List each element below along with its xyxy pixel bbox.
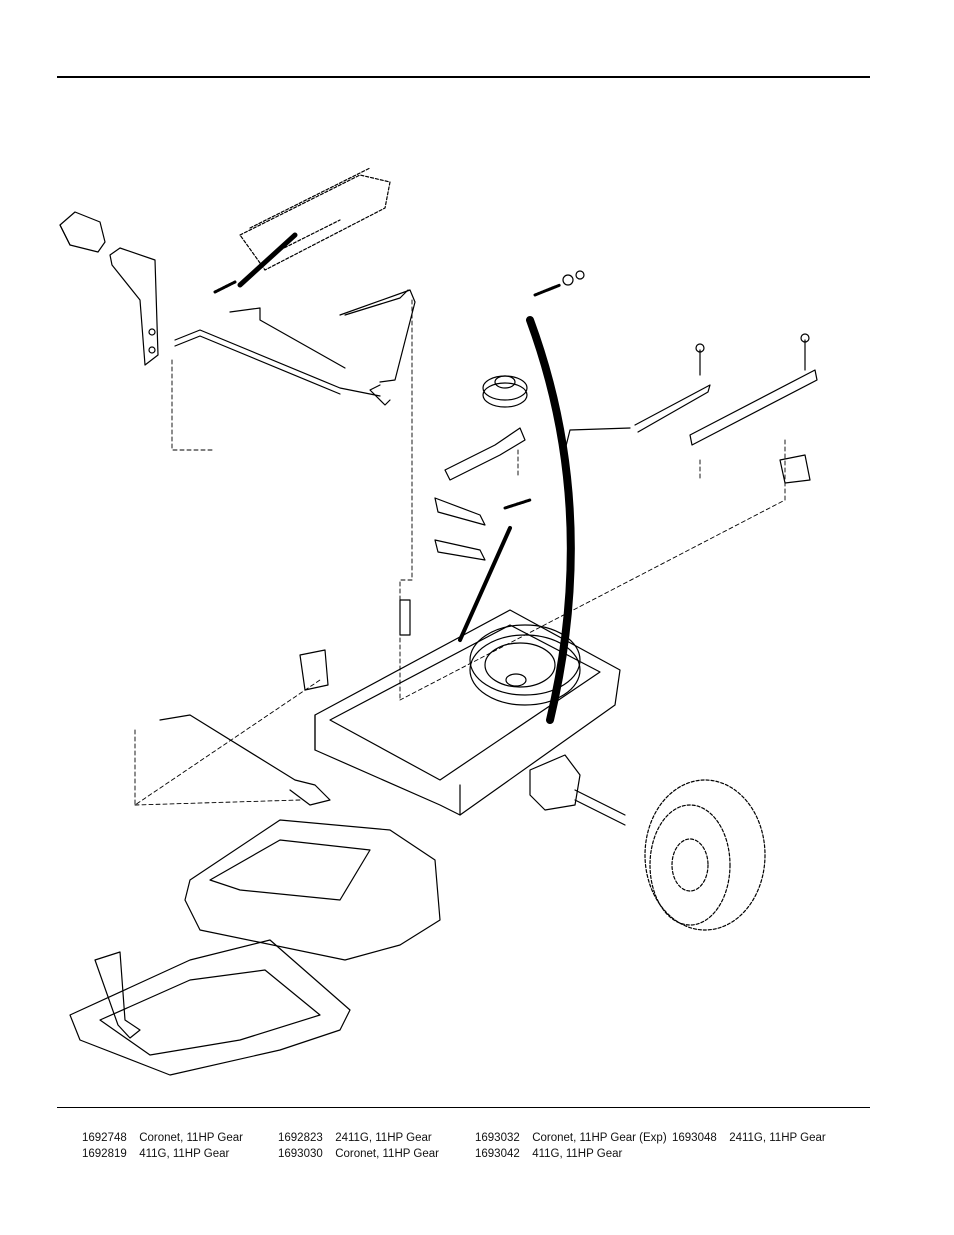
header-rule [57, 76, 870, 78]
model-description: 2411G, 11HP Gear [335, 1132, 432, 1144]
drive-pulley [469, 624, 581, 706]
rear-wheel [644, 779, 766, 931]
bracket-right [779, 454, 811, 484]
transmission-frame [314, 609, 621, 816]
belt-lower [458, 526, 512, 642]
pedal-shaft [174, 329, 381, 397]
washer [575, 270, 585, 280]
leader-right-3 [399, 439, 786, 701]
footrest-deck [69, 939, 351, 1076]
drive-belt [526, 316, 575, 724]
leader-left [171, 359, 216, 451]
model-entry: 1693042 411G, 11HP Gear [475, 1148, 622, 1160]
model-number: 1692748 [82, 1132, 127, 1144]
model-entry: 1692823 2411G, 11HP Gear [278, 1132, 432, 1144]
spring-1 [213, 280, 237, 294]
footer-rule [57, 1107, 870, 1108]
model-description: 411G, 11HP Gear [139, 1148, 230, 1160]
long-control-rod [339, 289, 416, 383]
upper-rod [344, 289, 409, 316]
leader-center [399, 299, 413, 701]
model-description: Coronet, 11HP Gear [335, 1148, 439, 1160]
model-number: 1693048 [672, 1132, 717, 1144]
model-number: 1693042 [475, 1148, 520, 1160]
idler-bracket [434, 497, 486, 526]
leader-frame [134, 679, 321, 806]
model-entry: 1693032 Coronet, 11HP Gear (Exp) [475, 1132, 667, 1144]
brake-rod [229, 307, 346, 369]
body-shell [184, 819, 441, 961]
transaxle [529, 754, 626, 826]
model-entry: 1693048 2411G, 11HP Gear [672, 1132, 826, 1144]
model-number: 1692819 [82, 1148, 127, 1160]
model-entry: 1693030 Coronet, 11HP Gear [278, 1148, 439, 1160]
idler-arm [444, 427, 526, 481]
model-description: 2411G, 11HP Gear [729, 1132, 826, 1144]
model-entry: 1692748 Coronet, 11HP Gear [82, 1132, 243, 1144]
small-bracket [299, 649, 329, 691]
bracket-pointer-arrow [237, 232, 298, 288]
shift-rod [564, 427, 631, 451]
spring-2 [533, 283, 562, 297]
model-description: Coronet, 11HP Gear [139, 1132, 243, 1144]
model-list: 1692748 Coronet, 11HP Gear 1692819 411G,… [0, 1132, 954, 1172]
leader-frame-2 [134, 799, 301, 806]
shift-bar [689, 369, 818, 446]
frame-bracket-outline [239, 167, 391, 271]
spring-3 [503, 498, 532, 510]
idler-bracket-lower [434, 539, 486, 561]
pedal-arm [109, 247, 159, 366]
model-description: 411G, 11HP Gear [532, 1148, 623, 1160]
frame-bolt [399, 599, 411, 636]
model-number: 1693032 [475, 1132, 520, 1144]
short-rod [369, 384, 391, 406]
lift-bar [159, 714, 331, 806]
idler-pulley [482, 375, 528, 408]
nut [562, 274, 574, 286]
model-number: 1692823 [278, 1132, 323, 1144]
shift-lever-pedal [94, 951, 141, 1039]
shift-link [634, 384, 711, 433]
model-number: 1693030 [278, 1148, 323, 1160]
pedal-pad [59, 211, 106, 253]
model-entry: 1692819 411G, 11HP Gear [82, 1148, 229, 1160]
exploded-parts-diagram [59, 167, 818, 1076]
model-description: Coronet, 11HP Gear (Exp) [532, 1132, 667, 1144]
